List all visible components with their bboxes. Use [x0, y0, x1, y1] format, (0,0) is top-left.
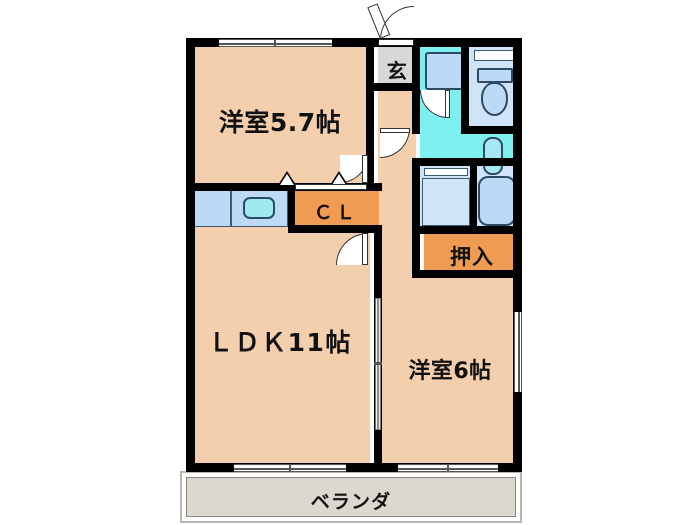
- wall-ldk-room6-bottom: [374, 430, 382, 472]
- washing-machine-space: [425, 52, 463, 90]
- oshiire-closet: [424, 234, 520, 270]
- window-room6-bottom-mullion: [447, 464, 449, 472]
- door-leaf-bedroom[interactable]: [362, 155, 368, 183]
- vanity-mirror-shelf: [424, 168, 468, 176]
- wall-outer-right: [513, 38, 522, 472]
- wall-toilet-bottom: [461, 126, 522, 134]
- ldk-fill: [190, 191, 370, 466]
- wall-outer-left: [186, 38, 195, 472]
- wall-toilet-left: [461, 38, 469, 134]
- entrance-fill: [378, 46, 416, 88]
- entrance-door-swing-arc: [380, 6, 414, 40]
- bathtub-upper-fixture: [483, 137, 503, 175]
- door-leaf-corridor-mid[interactable]: [380, 128, 410, 133]
- window-bedroom-top-mullion: [274, 39, 276, 47]
- kitchen-counter: [190, 189, 288, 227]
- wall-corridor-left-upper: [374, 183, 382, 191]
- entrance-label: 玄: [386, 59, 408, 83]
- wall-washroom-bottom: [412, 226, 522, 234]
- cl-marker-right-inner: [332, 174, 346, 185]
- wall-outer-bottom: [186, 463, 522, 472]
- bathtub-fixture: [478, 176, 516, 226]
- wall-oshiire-bottom: [412, 270, 522, 278]
- room-top-label: 洋室5.7帖: [218, 108, 342, 137]
- wall-washroom-bath: [470, 166, 477, 228]
- window-bedroom-top: [219, 39, 332, 47]
- kitchen-counter-divider: [230, 189, 232, 227]
- wall-bedroom-corridor: [366, 38, 374, 184]
- cl-marker-left-inner: [280, 174, 294, 185]
- oshiire-label: 押入: [449, 245, 495, 269]
- closet-cl: [293, 189, 379, 227]
- wall-cl-bottom: [288, 225, 382, 233]
- vanity-basin-marker: [437, 179, 451, 190]
- wall-wetzone-bottom: [412, 158, 522, 166]
- wall-bedroom-kitchen: [186, 183, 382, 191]
- wall-cl-left: [288, 183, 295, 233]
- door-leaf-wetzone[interactable]: [445, 90, 450, 118]
- ldk-label: ＬＤＫ11帖: [208, 328, 352, 357]
- veranda-area: [186, 477, 516, 517]
- closet-cl-label: ＣＬ: [313, 202, 359, 224]
- toilet-tank: [477, 68, 513, 83]
- cl-door-rail: [295, 184, 367, 190]
- wall-entrance-bottom: [366, 83, 420, 91]
- wall-outer-top-right: [374, 38, 522, 47]
- room-right-label: 洋室6帖: [408, 359, 492, 384]
- wall-ldk-room6-top: [374, 270, 382, 298]
- window-ldk-bottom-mullion: [289, 464, 291, 472]
- window-room6-right: [514, 312, 522, 392]
- room-right-fill: [384, 278, 516, 466]
- toilet-top-shelf: [474, 50, 516, 61]
- door-leaf-ldk[interactable]: [362, 233, 368, 265]
- veranda-label: ベランダ: [310, 491, 392, 513]
- sliding-door-handle-mark: [374, 362, 382, 365]
- kitchen-sink-fixture: [243, 197, 275, 219]
- veranda-outer-frame: [180, 471, 522, 523]
- wall-corridor-right-mid: [412, 158, 420, 276]
- toilet-bowl: [481, 82, 508, 116]
- entrance-door-threshold: [378, 39, 414, 46]
